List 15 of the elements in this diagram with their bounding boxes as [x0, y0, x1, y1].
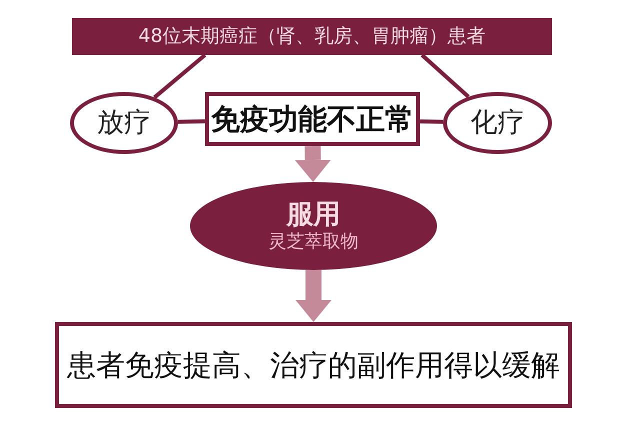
ellipse-heading: 服用: [286, 199, 340, 232]
title-banner: [72, 18, 552, 55]
connector-line: [153, 53, 206, 99]
box-label: 患者免疫提高、治疗的副作用得以缓解: [67, 348, 560, 382]
result-box: [55, 322, 572, 408]
block-arrow: [294, 146, 331, 182]
ellipse-label: 化疗: [470, 106, 524, 140]
status-box: [205, 92, 420, 146]
ellipse-label: 放疗: [97, 106, 151, 140]
ellipse-subtext: 灵芝萃取物: [268, 231, 358, 253]
box-label: 免疫功能不正常: [211, 102, 414, 136]
connector-line: [178, 119, 206, 124]
banner-text: 48位末期癌症（肾、乳房、胃肿瘤）患者: [138, 25, 486, 48]
connector-line: [420, 119, 444, 124]
block-arrow: [296, 270, 332, 322]
